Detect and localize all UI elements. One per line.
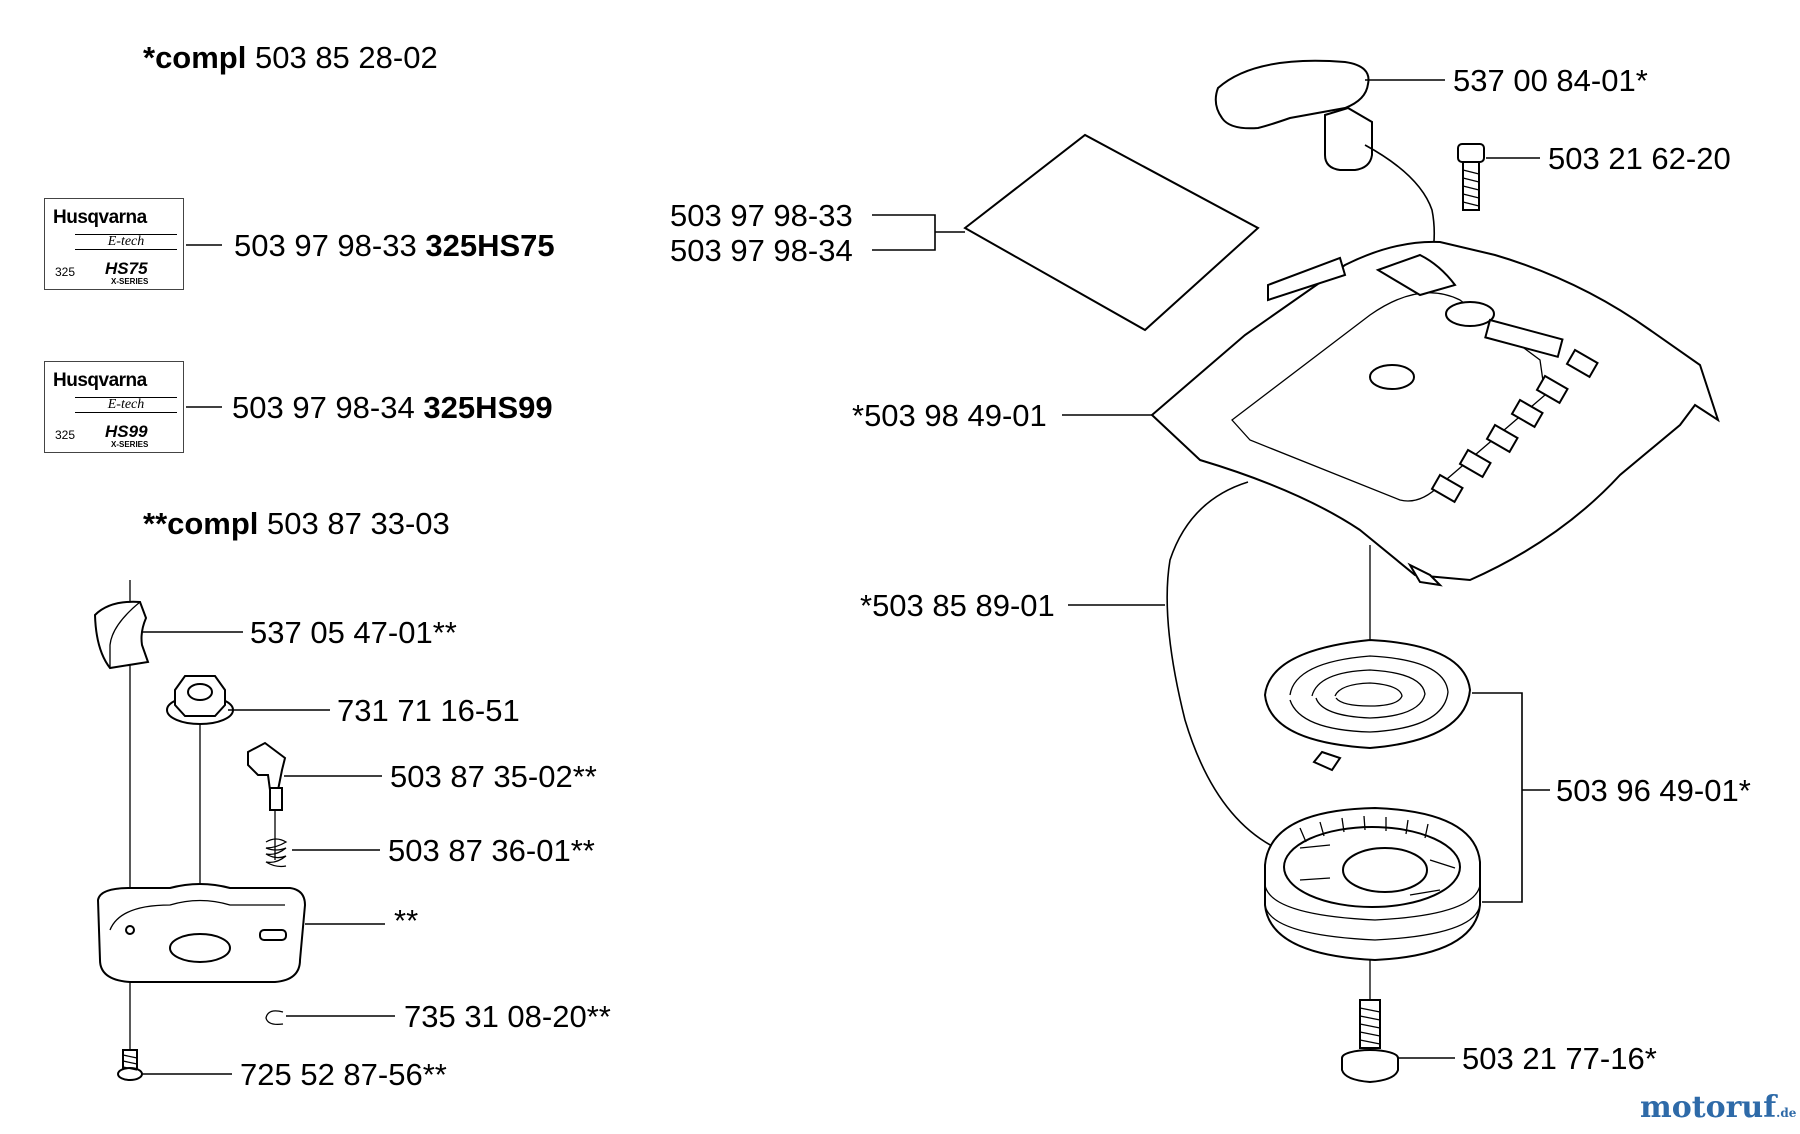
decal-325hs99-callout: 503 97 98-34 325HS99 — [232, 392, 553, 423]
sticker-sheet-part — [963, 133, 1260, 332]
bottom-screw-part — [117, 1049, 143, 1081]
starter-handle-part — [1214, 59, 1436, 276]
latch-part — [247, 741, 287, 811]
callout-cover-screw: 503 21 62-20 — [1548, 141, 1731, 176]
callout-sticker-b: 503 97 98-34 — [670, 233, 853, 268]
decal-model-code: 325HS75 — [425, 228, 555, 263]
nut-part — [166, 675, 234, 725]
upper-assembly-prefix: *compl — [143, 40, 247, 75]
callout-latch: 503 87 35-02** — [390, 759, 597, 794]
callout-starter-cover: *503 98 49-01 — [852, 398, 1047, 433]
decal-series: X-SERIES — [111, 277, 149, 286]
callout-spring: 503 87 36-01** — [388, 833, 595, 868]
callout-sticker-a: 503 97 98-33 — [670, 198, 853, 233]
upper-assembly-number: 503 85 28-02 — [254, 40, 438, 75]
pawl-housing-part — [96, 883, 307, 983]
callout-pulley-set: 503 96 49-01* — [1556, 773, 1751, 808]
callout-pawl: 537 05 47-01** — [250, 615, 457, 650]
decal-part-number: 503 97 98-33 — [234, 228, 417, 263]
decal-model-code: 325HS99 — [423, 390, 553, 425]
clip-part — [265, 1010, 284, 1026]
watermark-logo: motoruf.de — [1640, 1090, 1796, 1125]
pawl-part — [93, 600, 150, 670]
decal-part-number: 503 97 98-34 — [232, 390, 415, 425]
callout-bottom-screw: 725 52 87-56** — [240, 1057, 447, 1092]
recoil-spring-part — [1263, 638, 1472, 772]
decal-number: 325 — [55, 265, 76, 279]
lower-assembly-label: **compl 503 87 33-03 — [143, 508, 450, 539]
starter-cover-part — [1150, 240, 1720, 587]
callout-nut: 731 71 16-51 — [337, 693, 520, 728]
callout-handle: 537 00 84-01* — [1453, 63, 1648, 98]
callout-housing: ** — [394, 903, 419, 938]
decal-325hs75: Husqvarna E-tech 325 HS75 X-SERIES — [44, 198, 184, 290]
decal-325hs99: Husqvarna E-tech 325 HS99 X-SERIES — [44, 361, 184, 453]
decal-brand: Husqvarna — [53, 207, 147, 228]
decal-line: E-tech — [75, 397, 177, 413]
decal-number: 325 — [55, 428, 76, 442]
watermark-text: motoruf — [1640, 1090, 1777, 1125]
decal-series: X-SERIES — [111, 440, 149, 449]
callout-center-screw: 503 21 77-16* — [1462, 1041, 1657, 1076]
lower-assembly-number: 503 87 33-03 — [267, 506, 450, 541]
lower-assembly-prefix: **compl — [143, 506, 259, 541]
decal-brand: Husqvarna — [53, 370, 147, 391]
callout-clip: 735 31 08-20** — [404, 999, 611, 1034]
decal-325hs75-callout: 503 97 98-33 325HS75 — [234, 230, 555, 261]
upper-assembly-label: *compl 503 85 28-02 — [143, 42, 438, 73]
pulley-part — [1264, 806, 1481, 962]
decal-model: HS99 — [105, 422, 148, 441]
cover-screw-part — [1457, 143, 1485, 211]
decal-model: HS75 — [105, 259, 148, 278]
spring-part — [265, 838, 288, 868]
decal-line: E-tech — [75, 234, 177, 250]
leader-bracket — [1472, 692, 1550, 903]
leader-bracket — [872, 214, 965, 251]
watermark-suffix: .de — [1776, 1106, 1797, 1120]
callout-cord: *503 85 89-01 — [860, 588, 1055, 623]
starter-cord-part — [1166, 481, 1281, 851]
center-screw-part — [1341, 999, 1399, 1084]
